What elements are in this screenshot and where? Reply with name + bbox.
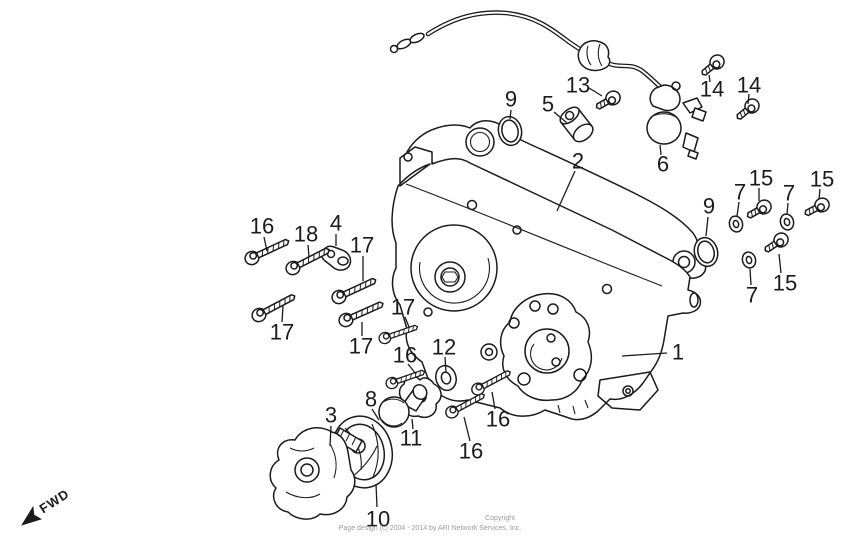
leader-line-11: [411, 418, 414, 430]
callout-14[interactable]: 14: [737, 73, 761, 98]
callout-3[interactable]: 3: [325, 403, 337, 428]
leader-line-2: [556, 170, 576, 212]
collar-part-11: [402, 384, 428, 412]
washer-part-7-c: [739, 249, 759, 271]
callout-7[interactable]: 7: [734, 180, 746, 205]
copyright-line-1: Copyright: [485, 515, 515, 522]
bolt-part-15-a: [743, 196, 775, 224]
callout-7[interactable]: 7: [783, 181, 795, 206]
bolt-part-14-a: [697, 51, 728, 81]
leader-line-1: [621, 352, 668, 357]
callout-12[interactable]: 12: [432, 335, 456, 360]
callout-6[interactable]: 6: [657, 152, 669, 177]
leader-line-10: [375, 483, 378, 508]
bolt-part-13: [592, 87, 624, 115]
washer-part-7-b: [777, 211, 797, 233]
leader-line-8: [371, 408, 380, 421]
callout-7[interactable]: 7: [746, 283, 758, 308]
pump-body-part-3: [269, 427, 356, 520]
leader-line-14: [708, 74, 711, 83]
callout-16[interactable]: 16: [459, 439, 483, 464]
callout-15[interactable]: 15: [773, 271, 797, 296]
callout-13[interactable]: 13: [566, 73, 590, 98]
callout-9[interactable]: 9: [505, 87, 517, 112]
callout-17[interactable]: 17: [270, 320, 294, 345]
washer-part-12: [435, 364, 457, 392]
leader-line-7: [749, 268, 752, 286]
callout-16[interactable]: 16: [250, 214, 274, 239]
cable-end-fitting: [389, 32, 425, 54]
leader-line-16: [491, 391, 496, 410]
bolt-part-17-b: [329, 273, 380, 307]
bolt-part-15-c: [760, 229, 792, 258]
callout-5[interactable]: 5: [542, 92, 554, 117]
leader-line-7: [786, 202, 789, 215]
leader-line-5: [553, 111, 568, 124]
leader-line-7: [736, 201, 740, 217]
leader-line-13: [588, 87, 603, 97]
fwd-label: FWD: [37, 486, 73, 516]
callout-10[interactable]: 10: [366, 507, 390, 532]
washer-part-7-a: [726, 213, 746, 235]
breather-joint-part-5: [559, 106, 594, 143]
leader-line-18: [307, 244, 310, 258]
callout-9[interactable]: 9: [703, 194, 715, 219]
leader-line-3: [329, 425, 332, 447]
callout-2[interactable]: 2: [572, 149, 584, 174]
callout-17[interactable]: 17: [391, 295, 415, 320]
callout-8[interactable]: 8: [365, 387, 377, 412]
seal-part-8: [378, 396, 410, 428]
water-pump-volute: [499, 292, 593, 402]
callout-4[interactable]: 4: [330, 211, 342, 236]
leader-line-9: [705, 216, 709, 237]
leader-line-15: [778, 253, 782, 274]
callout-17[interactable]: 17: [349, 334, 373, 359]
leader-line-16: [263, 236, 268, 252]
leader-line-9: [509, 109, 512, 120]
callout-1[interactable]: 1: [672, 340, 684, 365]
fwd-arrow: FWD: [21, 486, 73, 526]
callout-18[interactable]: 18: [294, 222, 318, 247]
callout-15[interactable]: 15: [749, 166, 773, 191]
leader-line-16: [407, 363, 417, 375]
callout-16[interactable]: 16: [486, 407, 510, 432]
leader-line-14: [747, 93, 750, 105]
switch-assembly-part-6: [646, 81, 707, 160]
leader-line-17: [404, 316, 410, 328]
callout-11[interactable]: 11: [400, 426, 423, 451]
tach-boss: [410, 224, 498, 312]
fwd-arrowhead: [21, 505, 42, 526]
cable-grommet: [577, 40, 611, 72]
leader-line-17: [281, 305, 284, 323]
callout-17[interactable]: 17: [350, 233, 374, 258]
callout-16[interactable]: 16: [393, 343, 417, 368]
tachometer-cable: [389, 10, 670, 95]
bolt-part-15-b: [801, 194, 833, 221]
bolt-part-14-b: [732, 95, 763, 125]
leader-line-6: [659, 144, 662, 156]
callout-15[interactable]: 15: [810, 167, 834, 192]
leader-line-15: [818, 188, 821, 200]
leader-line-12: [444, 356, 447, 373]
copyright-line-2: Page design (c) 2004 - 2014 by ARI Netwo…: [339, 525, 522, 532]
bolt-part-17-c: [336, 296, 387, 330]
leader-line-16: [463, 416, 471, 442]
callout-14[interactable]: 14: [700, 77, 724, 102]
